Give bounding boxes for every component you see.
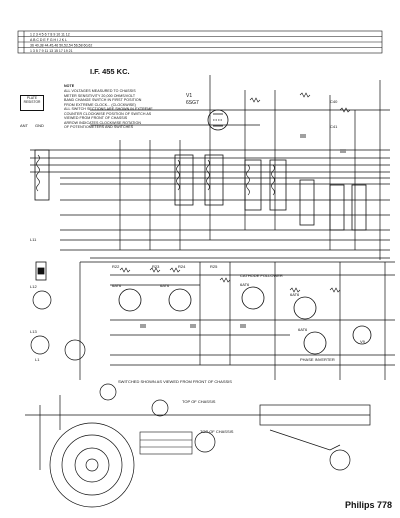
part-label: V9: [360, 339, 365, 344]
switch-wafers: [30, 290, 216, 453]
part-label: L12: [30, 284, 37, 289]
note-line: OF POTENTIOMETERS AND SWITCHES: [64, 125, 134, 129]
part-label: L1: [35, 357, 40, 362]
note-line: ALL VOLTAGES MEASURED TO CHASSIS: [64, 89, 136, 93]
part-label: C40: [330, 99, 338, 104]
part-label: R24: [178, 264, 186, 269]
top-of-chassis-label: TOP OF CHASSIS: [200, 429, 234, 434]
part-label: R23: [152, 264, 160, 269]
table-row-4: 1 3 5 7 9 11 13 15 17 19 21: [30, 49, 73, 53]
part-label: C41: [330, 124, 338, 129]
rf-section-wiring: [30, 75, 390, 260]
tube-type-label: 6AT6: [240, 282, 250, 287]
note-line: BAND CHANGE SWITCH IN FIRST POSITION: [64, 98, 142, 102]
note-line: METER SENSITIVITY 20,000 OHMS/VOLT: [64, 93, 136, 98]
audio-wiring: [79, 261, 395, 380]
legend-box: [139, 431, 193, 455]
gnd-label: GND: [35, 123, 44, 128]
plate-resistor-box: PLATE RESISTOR: [20, 95, 44, 111]
note-line: VIEWED FROM FRONT OF CHASSIS: [64, 116, 128, 120]
table-row-3: 36 40,38 44,45,46 50,52,54 56,58 60,62: [30, 44, 92, 48]
notes-heading: NOTE: [64, 84, 75, 88]
top-of-chassis-label: TOP OF CHASSIS: [182, 399, 216, 404]
tube-type-label: 6AT6: [290, 292, 300, 297]
brand-title: Philips 778: [344, 500, 392, 510]
components-caps: [140, 134, 346, 328]
part-label: R22: [112, 264, 120, 269]
coil-windings: [36, 154, 275, 196]
audio-tubes: [118, 286, 372, 355]
plate-resistor-label: PLATE RESISTOR: [23, 96, 41, 104]
tube-type-label: 6AT6: [112, 283, 122, 288]
tube-type-label: 6AT6: [160, 283, 170, 288]
if-transformer-blocks: [34, 149, 367, 231]
table-row-1: 1 2 3 4 5 6 7 8 9 10 11 12: [30, 33, 70, 37]
note-line: ALL SWITCH SECTIONS ARE SHOWN IN EXTREME: [64, 107, 153, 111]
switch-box: [35, 261, 47, 281]
tube-v1: [207, 109, 229, 131]
grid-table: [17, 30, 383, 54]
part-label: L11: [30, 237, 37, 242]
table-row-2: A B C D E F G H I J K L: [30, 38, 67, 42]
cathode-follower-label: CATHODE FOLLOWER: [240, 273, 283, 278]
switched-shown-note: SWITCHED SHOWN AS VIEWED FROM FRONT OF C…: [118, 379, 232, 384]
dial-drawing: [25, 395, 260, 508]
phase-inverter-label: PHASE INVERTER: [300, 357, 335, 362]
tube-v1-label: V1: [186, 93, 193, 99]
part-label: L13: [30, 329, 37, 334]
if-frequency-title: I.F. 455 KC.: [90, 67, 130, 76]
part-label: R25: [210, 264, 218, 269]
note-line: FROM EXTREME CLOCK... (CLOCKWISE): [64, 102, 136, 107]
tube-type-label: 6AT6: [298, 327, 308, 332]
mechanism-drawing: [259, 404, 371, 471]
components-zigzag: [119, 92, 351, 293]
ant-label: ANT: [20, 123, 28, 128]
note-line: COUNTER CLOCKWISE POSITION OF SWITCH AS: [64, 111, 152, 116]
tube-v1-type: 6SG7: [186, 100, 199, 106]
note-line: ARROW INDICATES CLOCKWISE ROTATION: [64, 120, 141, 125]
grid-table-text: 1 2 3 4 5 6 7 8 9 10 11 12 A B C D E F G…: [30, 33, 92, 54]
